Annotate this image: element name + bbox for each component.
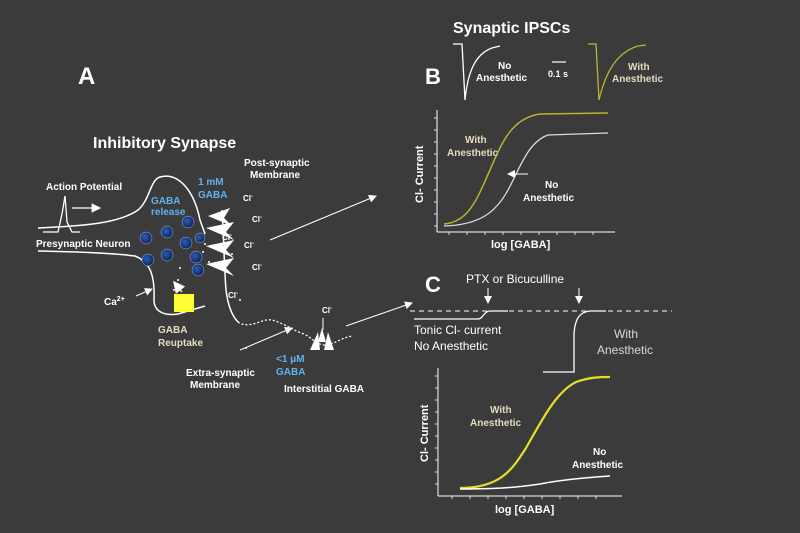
- ipsc-with-label: With Anesthetic: [612, 62, 664, 85]
- presynaptic-terminal-outline: [37, 175, 206, 235]
- low-gaba-label: <1 μM GABA: [276, 354, 307, 378]
- vesicle: [179, 236, 193, 250]
- panel-c-ticks: [435, 375, 597, 499]
- vesicle: [189, 250, 203, 264]
- panel-b-axes: [436, 110, 615, 233]
- svg-text:Cl-: Cl-: [244, 241, 254, 250]
- vesicle: [194, 232, 206, 244]
- svg-text:Cl-: Cl-: [228, 291, 238, 300]
- pointer-to-panel-c: [345, 301, 413, 327]
- pointer-to-panel-b: [269, 194, 377, 241]
- svg-text:Cl-: Cl-: [222, 233, 232, 242]
- panel-b-letter: B: [425, 64, 441, 89]
- panel-c-x-label: log [GABA]: [495, 504, 555, 516]
- svg-text:Cl-: Cl-: [322, 306, 332, 315]
- extrasynaptic-label: Extra-synaptic Membrane: [186, 368, 258, 391]
- calcium-arrow: [135, 288, 153, 297]
- gaba-reuptake-label: GABA Reuptake: [158, 325, 203, 349]
- action-potential-trace: [43, 195, 80, 233]
- receptor-icon: [206, 222, 234, 240]
- ipsc-trace-no-anesthetic: [453, 43, 501, 101]
- tonic-label: Tonic Cl- current No Anesthetic: [414, 323, 505, 353]
- extrasynaptic-membrane: [237, 319, 353, 346]
- panel-b-title: Synaptic IPSCs: [453, 20, 570, 37]
- gaba-1mm-label: 1 mM GABA: [198, 177, 227, 201]
- panel-a-title: Inhibitory Synapse: [93, 135, 236, 152]
- ipsc-no-label: No Anesthetic: [476, 61, 528, 84]
- action-potential-label: Action Potential: [46, 182, 122, 193]
- extrasynaptic-receptor: [310, 318, 334, 350]
- gaba-reuptake-transporter: [174, 294, 194, 312]
- panel-b-x-label: log [GABA]: [491, 239, 551, 251]
- svg-text:Cl-: Cl-: [252, 215, 262, 224]
- panel-b-no-label: No Anesthetic: [523, 180, 575, 204]
- synaptic-receptors: [206, 208, 234, 276]
- panel-c-letter: C: [425, 272, 441, 297]
- panel-c-curve-no: [459, 475, 611, 490]
- svg-text:Cl-: Cl-: [252, 263, 262, 272]
- panel-c-no-label: No Anesthetic: [572, 447, 624, 471]
- interstitial-gaba-label: Interstitial GABA: [284, 384, 364, 395]
- vesicle: [160, 225, 174, 239]
- panel-b-y-label: Cl- Current: [414, 145, 426, 203]
- vesicle: [141, 253, 155, 267]
- tonic-trace-no-anesthetic: [414, 310, 508, 320]
- panel-b-curve-with: [443, 112, 609, 225]
- panel-b-curve-no: [443, 132, 609, 227]
- calcium-label: Ca2+: [104, 296, 125, 308]
- panel-b-ticks: [434, 117, 594, 235]
- panel-c-curve-with: [459, 375, 611, 490]
- panel-b-with-label: With Anesthetic: [447, 135, 499, 159]
- ipsc-trace-with-anesthetic: [588, 43, 647, 101]
- receptor-icon: [206, 258, 234, 276]
- presynaptic-lower-outline: [37, 250, 206, 316]
- panel-c-y-label: Cl- Current: [419, 404, 431, 462]
- postsynaptic-label: Post-synaptic Membrane: [244, 158, 312, 181]
- gaba-vesicles: [139, 215, 206, 277]
- extrasynaptic-pointer: [239, 327, 293, 351]
- reuptake-arrow: [173, 280, 186, 294]
- time-scale-label: 0.1 s: [548, 69, 568, 79]
- receptor-icon: [206, 240, 234, 258]
- blocker-label: PTX or Bicuculline: [466, 272, 564, 286]
- gaba-release-label: GABA release: [151, 196, 186, 218]
- vesicle: [160, 248, 174, 262]
- panel-c-axes: [437, 368, 622, 497]
- tonic-trace-with-anesthetic: [543, 310, 606, 373]
- svg-text:Cl-: Cl-: [243, 194, 253, 203]
- vesicle: [139, 231, 153, 245]
- vesicle: [191, 263, 205, 277]
- receptor-icon: [208, 208, 232, 226]
- panel-a-letter: A: [78, 63, 95, 90]
- chloride-labels: Cl- Cl- Cl- Cl- Cl- Cl- Cl-: [222, 194, 332, 315]
- tonic-with-label: With Anesthetic: [597, 327, 653, 357]
- vesicle: [181, 215, 195, 229]
- presynaptic-label: Presynaptic Neuron: [36, 239, 130, 250]
- panel-c-with-label: With Anesthetic: [470, 405, 522, 429]
